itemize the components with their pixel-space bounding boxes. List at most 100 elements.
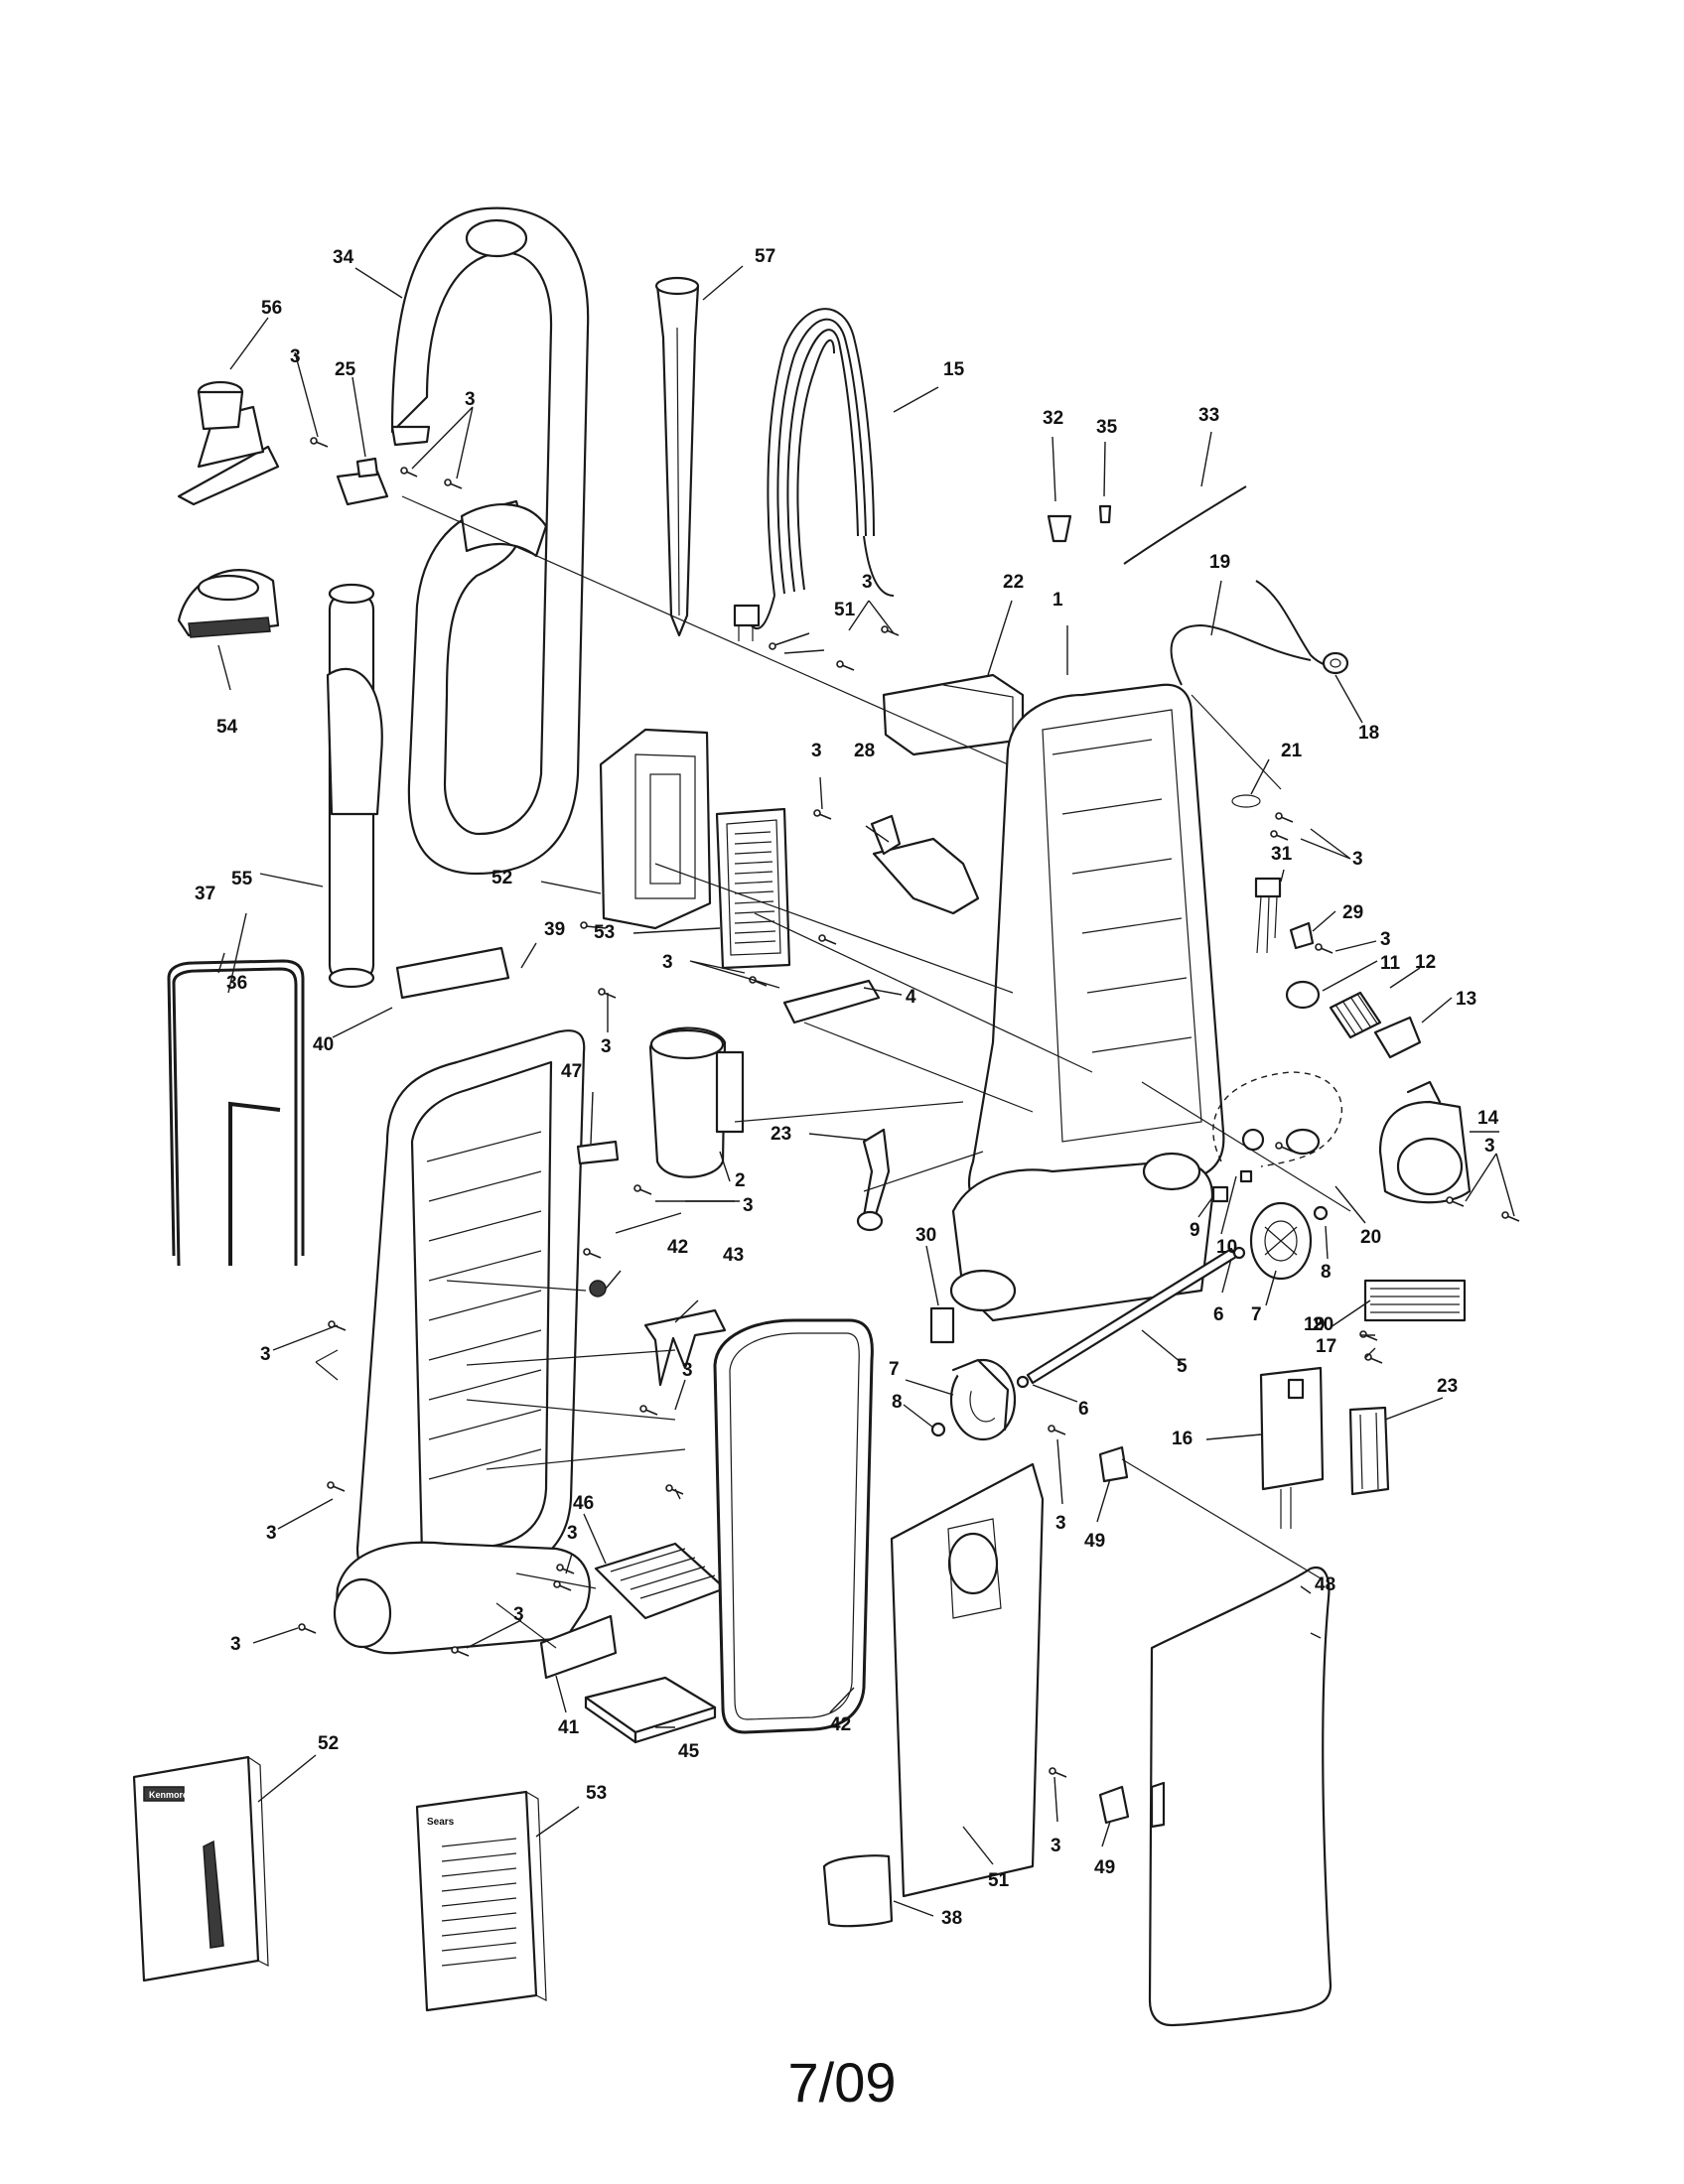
part-20-harness xyxy=(1363,1279,1467,1322)
callout-57: 55 xyxy=(231,869,253,889)
part-57-extension-wand xyxy=(326,583,383,989)
part-11-ring xyxy=(1285,980,1321,1010)
callout-46: 46 xyxy=(573,1493,594,1514)
part-19-wire-2 xyxy=(1255,580,1336,667)
callout-29: 29 xyxy=(1342,902,1363,923)
part-44-bag-support xyxy=(643,1308,727,1387)
callout-7: 7 xyxy=(1251,1304,1262,1325)
callout-40: 40 xyxy=(313,1034,334,1055)
part-37-hex-key xyxy=(228,1101,281,1266)
part-9-bearing xyxy=(1211,1185,1229,1203)
callout-47: 47 xyxy=(561,1061,582,1082)
sears-logo: Sears xyxy=(427,1817,455,1828)
part-14-fan-housing xyxy=(1378,1080,1472,1204)
callout-14: 14 xyxy=(1477,1108,1499,1129)
part-28-latch xyxy=(870,814,980,915)
part-51-dust-bag xyxy=(890,1462,1045,1898)
kenmore-logo: Kenmore xyxy=(149,1790,188,1800)
part-53-hepa-filter xyxy=(715,807,791,970)
part-19-wire xyxy=(1170,623,1312,686)
callout-3f: 3 xyxy=(1380,929,1391,950)
part-59-crevice-tool xyxy=(654,276,700,637)
part-39-lower-body xyxy=(333,1029,591,1655)
callout-54: 52 xyxy=(318,1733,339,1754)
callout-3i: 3 xyxy=(1484,1136,1495,1157)
callout-3l: 3 xyxy=(682,1360,693,1381)
callout-20: 19 xyxy=(1304,1314,1325,1335)
part-6-washer xyxy=(1016,1375,1030,1389)
callout-6: 6 xyxy=(1213,1304,1224,1325)
callout-42: 42 xyxy=(830,1714,851,1735)
callout-45: 45 xyxy=(678,1741,700,1762)
part-47-latch-plate xyxy=(576,1140,620,1165)
callout-3n: 3 xyxy=(1055,1513,1066,1534)
callout-3p: 3 xyxy=(513,1604,524,1625)
callout-28: 28 xyxy=(854,741,875,761)
callout-12: 12 xyxy=(1415,952,1436,973)
part-12-spring xyxy=(1329,991,1382,1039)
callout-25: 22 xyxy=(1003,572,1024,593)
part-21-motor-kit-group xyxy=(1212,1071,1343,1167)
part-42-gasket xyxy=(713,1318,874,1734)
part-7-wheel xyxy=(949,1358,1017,1441)
callout-41: 41 xyxy=(558,1717,580,1738)
callout-26: 23 xyxy=(771,1124,791,1145)
callout-58: 56 xyxy=(261,298,282,319)
part-18-bushing xyxy=(1322,651,1349,675)
callout-22: 21 xyxy=(1281,741,1303,761)
callout-56: 54 xyxy=(216,717,238,738)
callout-30: 30 xyxy=(915,1225,936,1246)
callout-16: 16 xyxy=(1172,1429,1193,1449)
callout-3e: 3 xyxy=(811,741,822,761)
part-41-door xyxy=(539,1614,618,1680)
part-8-washer-right xyxy=(1313,1205,1329,1221)
callout-38: 38 xyxy=(941,1908,962,1929)
callout-8b: 8 xyxy=(892,1392,903,1413)
callout-39: 39 xyxy=(544,919,565,940)
part-49-latch xyxy=(1098,1445,1129,1483)
callouts: 34 57 15 56 3 25 3 32 35 33 19 18 1 22 3… xyxy=(195,246,1499,1929)
part-7-wheel-right xyxy=(1249,1201,1313,1281)
callout-17: 17 xyxy=(1316,1336,1336,1357)
part-40-handle-grip xyxy=(395,946,510,1000)
part-32-wire-nut xyxy=(1047,514,1072,543)
callout-51: 51 xyxy=(988,1870,1010,1891)
callout-43: 42 xyxy=(667,1237,688,1258)
part-29-strain-relief xyxy=(1289,921,1315,950)
callout-4: 4 xyxy=(906,987,916,1008)
callout-53: 53 xyxy=(594,922,615,943)
leader-lines xyxy=(217,265,1515,1917)
part-55-parts-manual: Sears xyxy=(415,1790,547,2012)
revision-date: 7/09 xyxy=(787,2051,897,2114)
callout-3c: 3 xyxy=(862,572,873,593)
callout-8: 8 xyxy=(1321,1262,1332,1283)
part-34-hose-handle xyxy=(390,206,590,876)
part-23-contacts xyxy=(1348,1406,1390,1496)
callout-15: 15 xyxy=(943,359,965,380)
callout-55: 53 xyxy=(586,1783,607,1804)
part-2-bracket xyxy=(648,1026,745,1178)
part-56-turbo-brush xyxy=(177,569,280,638)
callout-23: 23 xyxy=(1437,1376,1458,1397)
callout-3h: 3 xyxy=(601,1036,612,1057)
callout-3r: 3 xyxy=(1051,1836,1061,1856)
callout-20-label: 20 xyxy=(1313,1314,1333,1335)
callout-32: 32 xyxy=(1043,408,1063,429)
callout-3g: 3 xyxy=(662,952,673,973)
callout-11: 11 xyxy=(1380,953,1401,974)
assembly-lines xyxy=(315,495,1351,1649)
part-36-wire-handle xyxy=(167,959,305,1267)
part-26-pedal xyxy=(856,1128,891,1232)
callout-52: 52 xyxy=(491,868,512,888)
part-30-switch xyxy=(929,1306,955,1344)
part-58-upholstery-tool xyxy=(177,380,280,506)
callout-34: 34 xyxy=(333,247,354,268)
part-49-latch-lower xyxy=(1098,1785,1130,1825)
part-45-filter-pad xyxy=(584,1676,717,1744)
callout-18: 18 xyxy=(1358,723,1379,744)
callout-21: 20 xyxy=(1360,1227,1381,1248)
callout-3m: 3 xyxy=(266,1523,277,1544)
callout-3q: 3 xyxy=(230,1634,241,1655)
part-52-filter-frame xyxy=(599,728,712,930)
callout-3: 3 xyxy=(290,346,301,367)
